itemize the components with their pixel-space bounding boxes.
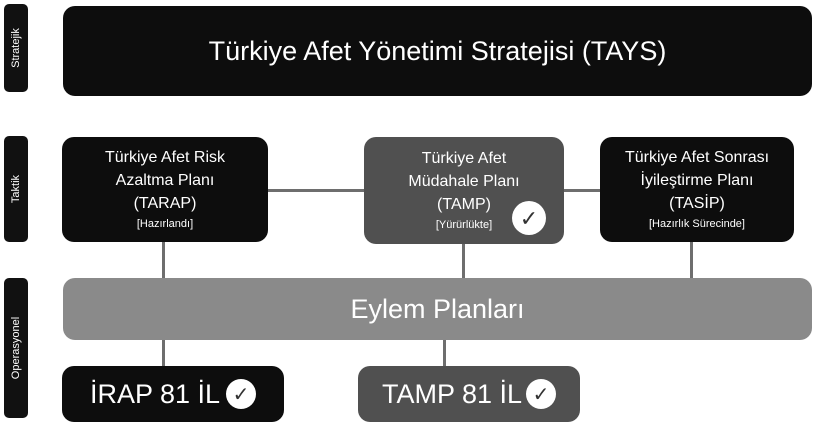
irap-81-box: İRAP 81 İL ✓ bbox=[62, 366, 284, 422]
tamp-81-label: TAMP 81 İL bbox=[381, 378, 523, 409]
connector-tamp81-up bbox=[443, 340, 446, 366]
plan-tasip-line3: (TASİP) bbox=[669, 195, 725, 212]
tier-label-operational: Operasyonel bbox=[4, 278, 28, 418]
plan-box-tamp: Türkiye Afet Müdahale Planı (TAMP) [Yürü… bbox=[364, 137, 564, 244]
strategy-title: Türkiye Afet Yönetimi Stratejisi (TAYS) bbox=[208, 35, 667, 66]
plan-tamp-status: [Yürürlükte] bbox=[435, 219, 493, 231]
connector-tasip-down bbox=[690, 242, 693, 278]
tier-label-tactical: Taktik bbox=[4, 136, 28, 242]
plan-tarap-line3: (TARAP) bbox=[133, 195, 197, 212]
connector-tarap-tamp bbox=[268, 189, 364, 192]
plan-tamp-line1: Türkiye Afet bbox=[421, 150, 507, 167]
plan-tamp-line2: Müdahale Planı bbox=[408, 173, 520, 190]
tier-label-strategic: Stratejik bbox=[4, 4, 28, 92]
strategy-box: Türkiye Afet Yönetimi Stratejisi (TAYS) bbox=[63, 6, 812, 96]
plan-tarap-status: [Hazırlandı] bbox=[136, 218, 194, 230]
plan-tasip-status: [Hazırlık Sürecinde] bbox=[649, 218, 745, 230]
plan-tasip-line2: İyileştirme Planı bbox=[640, 172, 754, 189]
action-plans-box: Eylem Planları bbox=[63, 278, 812, 340]
plan-box-tarap: Türkiye Afet Risk Azaltma Planı (TARAP) … bbox=[62, 137, 268, 242]
connector-tamp-tasip bbox=[564, 189, 600, 192]
tier-label-operational-text: Operasyonel bbox=[10, 316, 22, 380]
plan-tarap-line1: Türkiye Afet Risk bbox=[104, 149, 226, 166]
connector-tarap-down bbox=[162, 242, 165, 278]
plan-tamp-line3: (TAMP) bbox=[437, 196, 491, 213]
check-circle-icon: ✓ bbox=[526, 379, 557, 409]
tamp-81-box: TAMP 81 İL ✓ bbox=[358, 366, 580, 422]
action-plans-title: Eylem Planları bbox=[350, 293, 525, 324]
check-circle-icon: ✓ bbox=[226, 379, 257, 409]
tier-label-strategic-text: Stratejik bbox=[10, 28, 22, 68]
tier-label-tactical-text: Taktik bbox=[10, 174, 22, 204]
plan-tasip-line1: Türkiye Afet Sonrası bbox=[624, 149, 770, 166]
check-circle-icon: ✓ bbox=[512, 201, 546, 235]
plan-box-tasip: Türkiye Afet Sonrası İyileştirme Planı (… bbox=[600, 137, 794, 242]
plan-tarap-line2: Azaltma Planı bbox=[115, 172, 215, 189]
irap-81-label: İRAP 81 İL bbox=[89, 378, 221, 409]
connector-irap-up bbox=[162, 340, 165, 366]
connector-tamp-down bbox=[462, 244, 465, 278]
